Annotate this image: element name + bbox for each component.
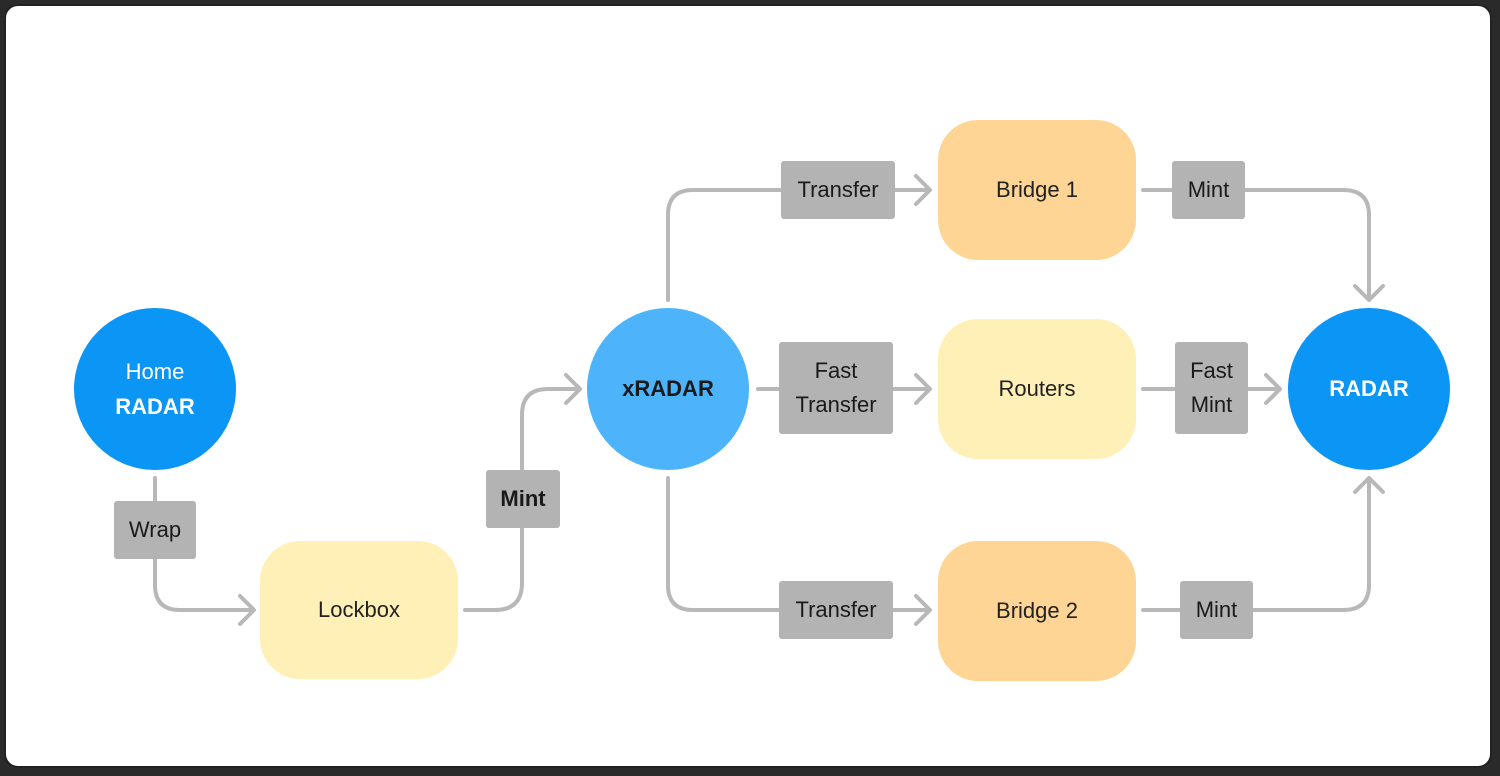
edge-label-mint-bottom-text: Mint bbox=[1195, 596, 1238, 622]
edge-label-transfer-top: Transfer bbox=[781, 161, 895, 219]
edge-label-fast-mint-line1: Fast bbox=[1190, 357, 1233, 383]
arrowhead-bridge1 bbox=[914, 174, 932, 206]
edge-label-mint-lockbox: Mint bbox=[486, 470, 560, 528]
node-xradar-label: xRADAR bbox=[622, 376, 714, 402]
edge-label-fast-transfer: Fast Transfer bbox=[779, 342, 893, 434]
node-routers-label: Routers bbox=[998, 376, 1076, 401]
node-radar-label: RADAR bbox=[1329, 376, 1409, 402]
edge-label-fast-mint-line2: Mint bbox=[1190, 392, 1233, 417]
connector-xradar-bridge1 bbox=[666, 188, 930, 302]
edge-label-transfer-bottom-text: Transfer bbox=[795, 596, 877, 622]
edge-label-transfer-bottom: Transfer bbox=[779, 581, 893, 639]
connector-bridge2-radar bbox=[1141, 478, 1371, 612]
edge-label-mint-lockbox-text: Mint bbox=[500, 485, 546, 511]
edge-label-mint-bottom: Mint bbox=[1180, 581, 1253, 639]
edge-label-wrap-text: Wrap bbox=[128, 516, 182, 542]
node-routers: Routers bbox=[938, 319, 1136, 459]
node-bridge-2-label: Bridge 2 bbox=[996, 598, 1078, 623]
edge-label-transfer-top-text: Transfer bbox=[797, 176, 879, 202]
node-home-radar-line2: RADAR bbox=[115, 394, 195, 419]
edge-label-wrap: Wrap bbox=[114, 501, 196, 559]
node-lockbox-label: Lockbox bbox=[318, 597, 400, 622]
arrowhead-radar-bottom bbox=[1353, 476, 1385, 494]
connector-home-lockbox bbox=[153, 476, 254, 612]
arrowhead-lockbox bbox=[238, 594, 256, 626]
node-bridge-2: Bridge 2 bbox=[938, 541, 1136, 681]
edge-label-fast-transfer-line1: Fast bbox=[814, 357, 858, 383]
node-xradar: xRADAR bbox=[587, 308, 749, 470]
connector-bridge1-radar bbox=[1141, 188, 1371, 300]
arrowhead-bridge2 bbox=[914, 594, 932, 626]
node-radar: RADAR bbox=[1288, 308, 1450, 470]
edge-label-mint-top-text: Mint bbox=[1187, 176, 1230, 202]
edge-label-fast-mint: Fast Mint bbox=[1175, 342, 1248, 434]
arrowhead-routers bbox=[914, 373, 932, 405]
arrowhead-radar-mid bbox=[1264, 373, 1282, 405]
edge-label-fast-transfer-line2: Transfer bbox=[795, 392, 877, 417]
connector-xradar-bridge2 bbox=[666, 476, 930, 612]
node-bridge-1: Bridge 1 bbox=[938, 120, 1136, 260]
node-lockbox: Lockbox bbox=[260, 541, 458, 679]
node-bridge-1-label: Bridge 1 bbox=[996, 177, 1078, 202]
node-home-radar-line1: Home bbox=[125, 358, 185, 384]
arrowhead-xradar bbox=[564, 373, 582, 405]
arrowhead-radar-top bbox=[1353, 284, 1385, 302]
node-home-radar: Home RADAR bbox=[74, 308, 236, 470]
edge-label-mint-top: Mint bbox=[1172, 161, 1245, 219]
